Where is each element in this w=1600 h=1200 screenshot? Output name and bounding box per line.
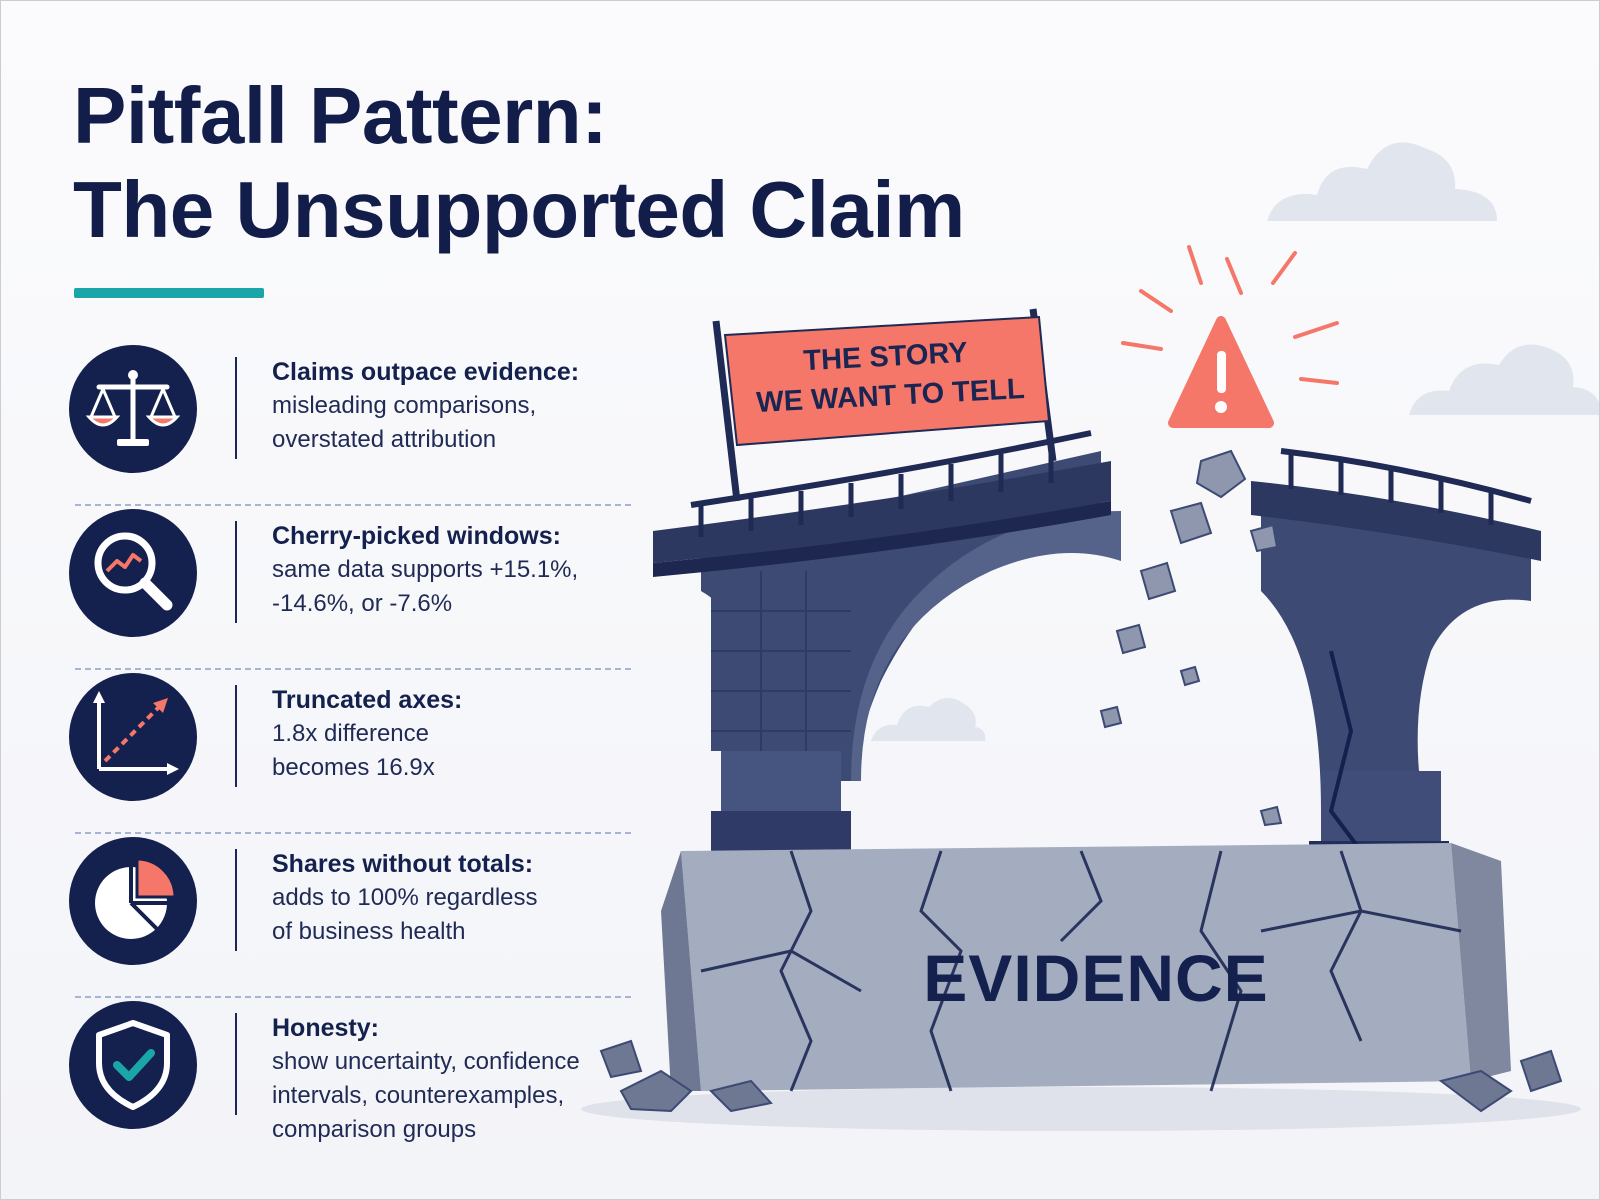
item-separator-line — [235, 1013, 237, 1115]
item-body: show uncertainty, confidence intervals, … — [272, 1048, 580, 1143]
pitfall-list: Claims outpace evidence: misleading comp… — [69, 345, 631, 1165]
title-line-2: The Unsupported Claim — [73, 165, 965, 254]
item-body: adds to 100% regardless of business heal… — [272, 884, 538, 945]
cloud-decoration — [871, 697, 986, 741]
balance-scale-icon — [69, 345, 197, 473]
dashed-divider — [75, 996, 631, 998]
item-body: same data supports +15.1%, -14.6%, or -7… — [272, 556, 579, 617]
item-heading: Shares without totals: — [272, 850, 534, 878]
shield-check-icon — [69, 1001, 197, 1129]
broken-bridge-illustration: THE STORY WE WANT TO TELL — [561, 211, 1599, 1199]
list-item: Shares without totals: adds to 100% rega… — [69, 832, 631, 1001]
rubble — [599, 1039, 1563, 1113]
item-separator-line — [235, 685, 237, 787]
item-heading: Cherry-picked windows: — [272, 522, 561, 550]
cloud-decoration — [1409, 344, 1599, 415]
ground-shadow — [581, 1087, 1581, 1131]
item-separator-line — [235, 357, 237, 459]
bridge-left-span — [653, 430, 1121, 875]
item-body: 1.8x difference becomes 16.9x — [272, 720, 435, 781]
truncated-axis-chart-icon — [69, 673, 197, 801]
bridge-right-span — [1251, 448, 1541, 871]
warning-rays — [1121, 245, 1339, 385]
title-line-1: Pitfall Pattern: — [73, 71, 608, 160]
cloud-decoration — [1267, 142, 1497, 221]
item-heading: Truncated axes: — [272, 686, 463, 714]
evidence-foundation: EVIDENCE — [661, 843, 1511, 1092]
dashed-divider — [75, 832, 631, 834]
story-banner: THE STORY WE WANT TO TELL — [712, 308, 1057, 502]
list-item: Honesty: show uncertainty, confidence in… — [69, 996, 631, 1165]
falling-debris — [1099, 449, 1283, 827]
list-item: Cherry-picked windows: same data support… — [69, 504, 631, 673]
pie-chart-icon — [69, 837, 197, 965]
item-heading: Honesty: — [272, 1014, 379, 1042]
item-separator-line — [235, 849, 237, 951]
magnifier-trend-icon — [69, 509, 197, 637]
item-body: misleading comparisons, overstated attri… — [272, 392, 537, 453]
item-heading: Claims outpace evidence: — [272, 358, 580, 386]
item-separator-line — [235, 521, 237, 623]
dashed-divider — [75, 668, 631, 670]
warning-triangle-icon — [1168, 316, 1274, 428]
list-item: Truncated axes: 1.8x difference becomes … — [69, 668, 631, 837]
page-title: Pitfall Pattern: The Unsupported Claim — [73, 69, 965, 257]
dashed-divider — [75, 504, 631, 506]
list-item: Claims outpace evidence: misleading comp… — [69, 345, 631, 509]
title-accent-rule — [74, 288, 264, 298]
evidence-label: EVIDENCE — [923, 941, 1268, 1015]
